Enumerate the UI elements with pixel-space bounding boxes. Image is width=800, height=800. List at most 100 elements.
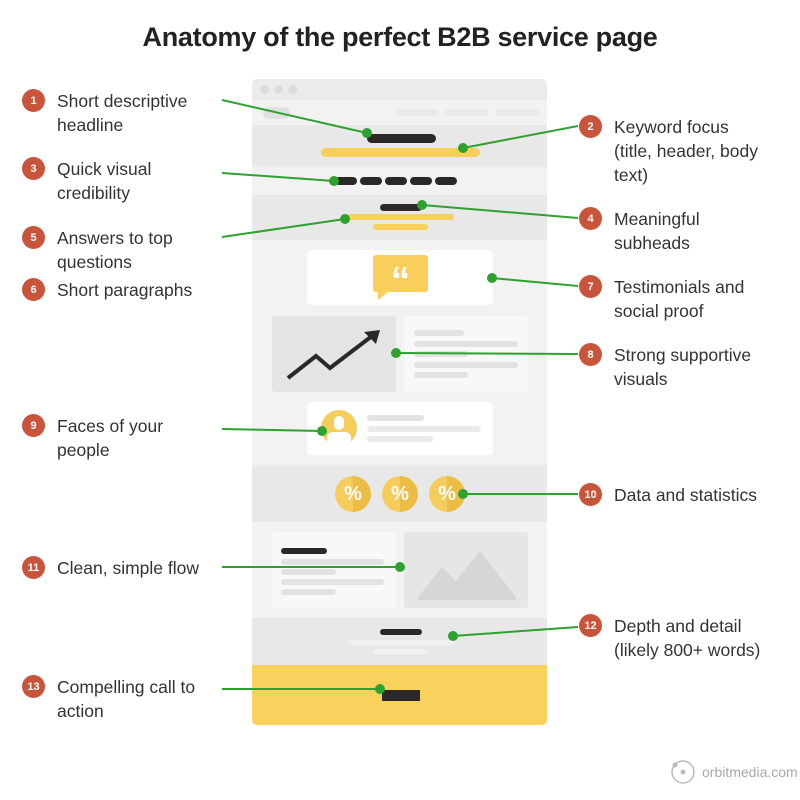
connector-line [462, 125, 579, 149]
headline-bar [367, 134, 436, 143]
speech-tail [378, 292, 388, 300]
connector-dot [448, 631, 458, 641]
client-logo [435, 177, 457, 185]
number-badge: 4 [579, 207, 602, 230]
callout-right-4: 4 Meaningful subheads [579, 207, 700, 255]
text-line [414, 330, 464, 336]
callout-text: Keyword focus (title, header, body text) [614, 117, 758, 185]
text-line [367, 436, 433, 442]
callout-text: Short paragraphs [57, 280, 193, 300]
keyword-bar [321, 148, 480, 157]
testimonial-card: “ [307, 250, 493, 305]
text-card [272, 532, 396, 608]
subheads-section [252, 195, 547, 240]
logo-text: orbitmedia.com [702, 764, 798, 780]
connector-line [491, 277, 579, 287]
callout-text: Clean, simple flow [57, 558, 199, 578]
connector-line [221, 99, 368, 134]
number-badge: 10 [579, 483, 602, 506]
callout-right-8: 8 Strong supportive visuals [579, 343, 751, 391]
window-dot-icon [260, 85, 269, 94]
hero-section [252, 125, 547, 167]
number-badge: 8 [579, 343, 602, 366]
callout-left-5: 5 Answers to top questions [22, 226, 173, 274]
connector-dot [317, 426, 327, 436]
connector-dot [329, 176, 339, 186]
answer-bar [347, 214, 454, 220]
window-dot-icon [274, 85, 283, 94]
stat-percent-icon: % [382, 476, 418, 512]
callout-text: Meaningful subheads [614, 209, 700, 253]
number-badge: 11 [22, 556, 45, 579]
image-placeholder [404, 532, 528, 608]
mountain-image-icon [418, 552, 516, 600]
number-badge: 1 [22, 89, 45, 112]
text-line [367, 415, 424, 421]
heading-line [281, 548, 327, 554]
quote-icon: “ [373, 255, 428, 302]
heading-line [380, 629, 422, 635]
callout-right-7: 7 Testimonials and social proof [579, 275, 744, 323]
trend-arrow-icon [286, 330, 380, 380]
number-badge: 9 [22, 414, 45, 437]
callout-text: Depth and detail (likely 800+ words) [614, 616, 761, 660]
callout-left-11: 11 Clean, simple flow [22, 556, 199, 580]
text-line [281, 579, 384, 585]
text-line [414, 341, 518, 347]
brand-logo: orbitmedia.com [668, 758, 798, 786]
connector-line [221, 172, 335, 182]
callout-text: Quick visual credibility [57, 159, 152, 203]
text-line [281, 589, 336, 595]
connector-dot [391, 348, 401, 358]
connector-dot [458, 489, 468, 499]
connector-dot [340, 214, 350, 224]
chart-visual [272, 316, 396, 392]
text-line [281, 559, 384, 565]
number-badge: 7 [579, 275, 602, 298]
cta-button [382, 690, 420, 701]
orbit-logo-icon [671, 760, 695, 784]
callout-left-13: 13 Compelling call to action [22, 675, 195, 723]
nav-item [495, 109, 539, 116]
connector-dot [487, 273, 497, 283]
text-line [348, 640, 454, 645]
callout-right-12: 12 Depth and detail (likely 800+ words) [579, 614, 760, 662]
callout-text: Data and statistics [614, 485, 757, 505]
connector-line [395, 352, 579, 355]
callout-right-10: 10 Data and statistics [579, 483, 757, 507]
window-dot-icon [288, 85, 297, 94]
cta-section [252, 665, 547, 725]
number-badge: 2 [579, 115, 602, 138]
nav-item [395, 109, 439, 116]
content-section: “ [252, 240, 547, 465]
callout-text: Testimonials and social proof [614, 277, 745, 321]
callout-text: Answers to top questions [57, 228, 173, 272]
connector-dot [362, 128, 372, 138]
number-badge: 3 [22, 157, 45, 180]
callout-text: Faces of your people [57, 416, 164, 460]
stat-percent-icon: % [335, 476, 371, 512]
number-badge: 13 [22, 675, 45, 698]
avatar-icon [321, 410, 357, 446]
connector-line [221, 428, 323, 432]
number-badge: 5 [22, 226, 45, 249]
credibility-section [252, 167, 547, 195]
callout-right-2: 2 Keyword focus (title, header, body text… [579, 115, 758, 187]
callout-text: Strong supportive visuals [614, 345, 752, 389]
callout-text: Compelling call to action [57, 677, 196, 721]
client-logo [360, 177, 382, 185]
client-logo [335, 177, 357, 185]
connector-dot [375, 684, 385, 694]
number-badge: 12 [579, 614, 602, 637]
client-logo [410, 177, 432, 185]
text-line [367, 426, 481, 432]
client-logo [385, 177, 407, 185]
depth-section [252, 618, 547, 665]
connector-line [421, 204, 579, 219]
subhead-bar [380, 204, 422, 211]
text-line [414, 362, 518, 368]
